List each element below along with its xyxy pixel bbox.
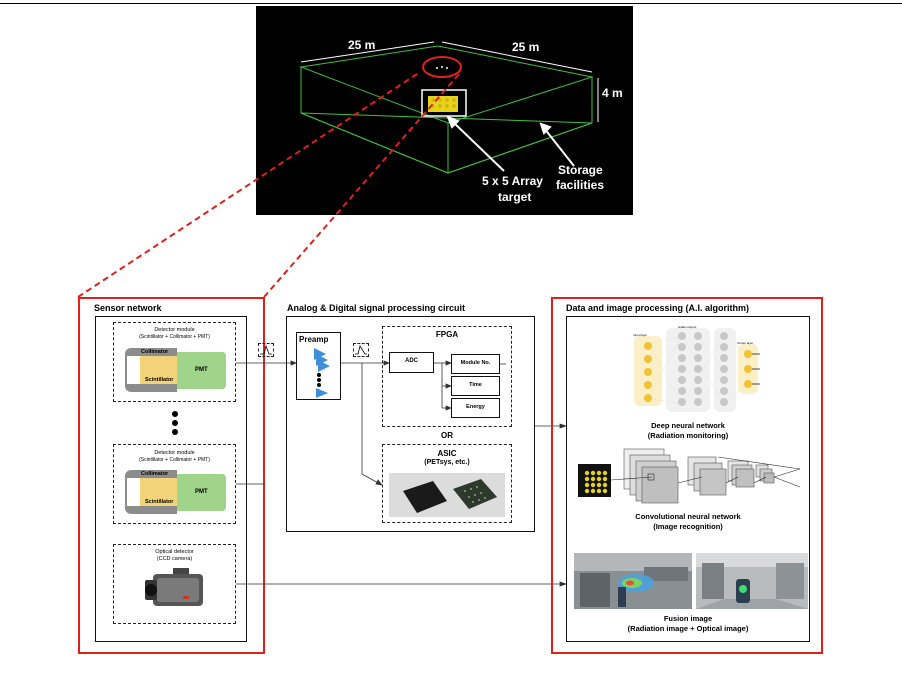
scintillator-2-label: Scintillator bbox=[145, 499, 174, 505]
detector-module-1-sub: (Scintillator + Collimator + PMT) bbox=[139, 334, 210, 340]
fusion-title: Fusion image bbox=[663, 614, 713, 623]
dnn-subtitle: (Radiation monitoring) bbox=[647, 431, 729, 440]
deep-neural-network-diagram bbox=[634, 328, 760, 412]
scintillator-2 bbox=[140, 478, 177, 506]
target-label-line2: target bbox=[498, 190, 532, 204]
collimator-2-label: Collimator bbox=[141, 471, 169, 477]
preamp-amplifier-icons bbox=[314, 348, 330, 398]
detector-module-2 bbox=[113, 444, 236, 524]
or-label: OR bbox=[441, 431, 453, 440]
detector-module-2-title: Detector module bbox=[154, 450, 195, 456]
preamp-label: Preamp bbox=[299, 335, 329, 344]
asic-sub-label: (PETsys, etc.) bbox=[424, 459, 470, 466]
asic-label: ASIC bbox=[437, 449, 457, 458]
scintillator-1-label: Scintillator bbox=[145, 377, 174, 383]
detector-module-2-sub: (Scintillator + Collimator + PMT) bbox=[139, 457, 210, 463]
detector-module-1 bbox=[113, 322, 236, 402]
data-processing-title: Data and image processing (A.I. algorith… bbox=[566, 303, 750, 313]
detector-ellipse bbox=[422, 56, 462, 78]
fpga-label: FPGA bbox=[435, 330, 459, 339]
data-processing-frame bbox=[551, 297, 823, 654]
storage-label-line1: Storage bbox=[558, 163, 603, 177]
fusion-subtitle: (Radiation image + Optical image) bbox=[627, 624, 749, 633]
fusion-image-2 bbox=[696, 553, 808, 609]
optical-detector bbox=[113, 544, 236, 624]
dnn-title: Deep neural network bbox=[651, 421, 725, 430]
signal-processing-title: Analog & Digital signal processing circu… bbox=[287, 303, 466, 313]
pulse-icon-1 bbox=[258, 343, 274, 357]
optical-detector-title: Optical detector bbox=[155, 549, 194, 555]
data-processing-panel bbox=[566, 316, 810, 642]
pmt-1-label: PMT bbox=[195, 367, 208, 373]
ccd-camera-icon bbox=[145, 568, 203, 606]
signal-processing-panel bbox=[286, 316, 535, 532]
storage-box-wireframe bbox=[299, 41, 599, 174]
pmt-1 bbox=[177, 352, 226, 389]
dim-height-label: 4 m bbox=[602, 86, 623, 100]
top-rule bbox=[0, 3, 902, 4]
sensor-network-panel bbox=[95, 316, 247, 642]
cnn-subtitle: (Image recognition) bbox=[653, 522, 723, 531]
asic-group bbox=[382, 444, 512, 523]
pmt-2 bbox=[177, 474, 226, 511]
pulse-icon-2 bbox=[353, 343, 369, 357]
sensor-network-frame bbox=[78, 297, 265, 654]
module-no-box bbox=[451, 354, 500, 374]
pmt-2-label: PMT bbox=[195, 489, 208, 495]
asic-chips-photo bbox=[389, 473, 505, 517]
adc-label: ADC bbox=[405, 358, 418, 364]
convolutional-neural-network-diagram bbox=[578, 448, 801, 504]
detector-module-1-title: Detector module bbox=[154, 327, 195, 333]
nn-input-layer-label: Input layer bbox=[633, 333, 648, 337]
collimator-1-label: Collimator bbox=[141, 349, 169, 355]
more-modules-dots bbox=[172, 411, 178, 441]
time-label: Time bbox=[469, 382, 482, 388]
nn-hidden-layers-label: Hidden layers bbox=[678, 325, 697, 329]
dim-right-label: 25 m bbox=[512, 40, 540, 54]
fusion-image-1 bbox=[574, 553, 692, 609]
target-label-line1: 5 x 5 Array bbox=[482, 174, 543, 188]
fpga-group bbox=[382, 326, 512, 427]
module-no-label: Module No. bbox=[460, 360, 491, 366]
cnn-title: Convolutional neural network bbox=[635, 512, 741, 521]
scintillator-1 bbox=[140, 356, 177, 384]
sensor-network-title: Sensor network bbox=[94, 303, 162, 313]
nn-output-layer-label: Output layer bbox=[737, 341, 754, 345]
storage-scene: 25 m 25 m 4 m 5 x 5 Array target Storage… bbox=[256, 6, 633, 215]
adc-box bbox=[389, 352, 434, 373]
dim-left-label: 25 m bbox=[348, 38, 376, 52]
optical-detector-sub: (CCD camera) bbox=[156, 556, 193, 562]
storage-label-line2: facilities bbox=[556, 178, 605, 192]
energy-label: Energy bbox=[466, 404, 485, 410]
